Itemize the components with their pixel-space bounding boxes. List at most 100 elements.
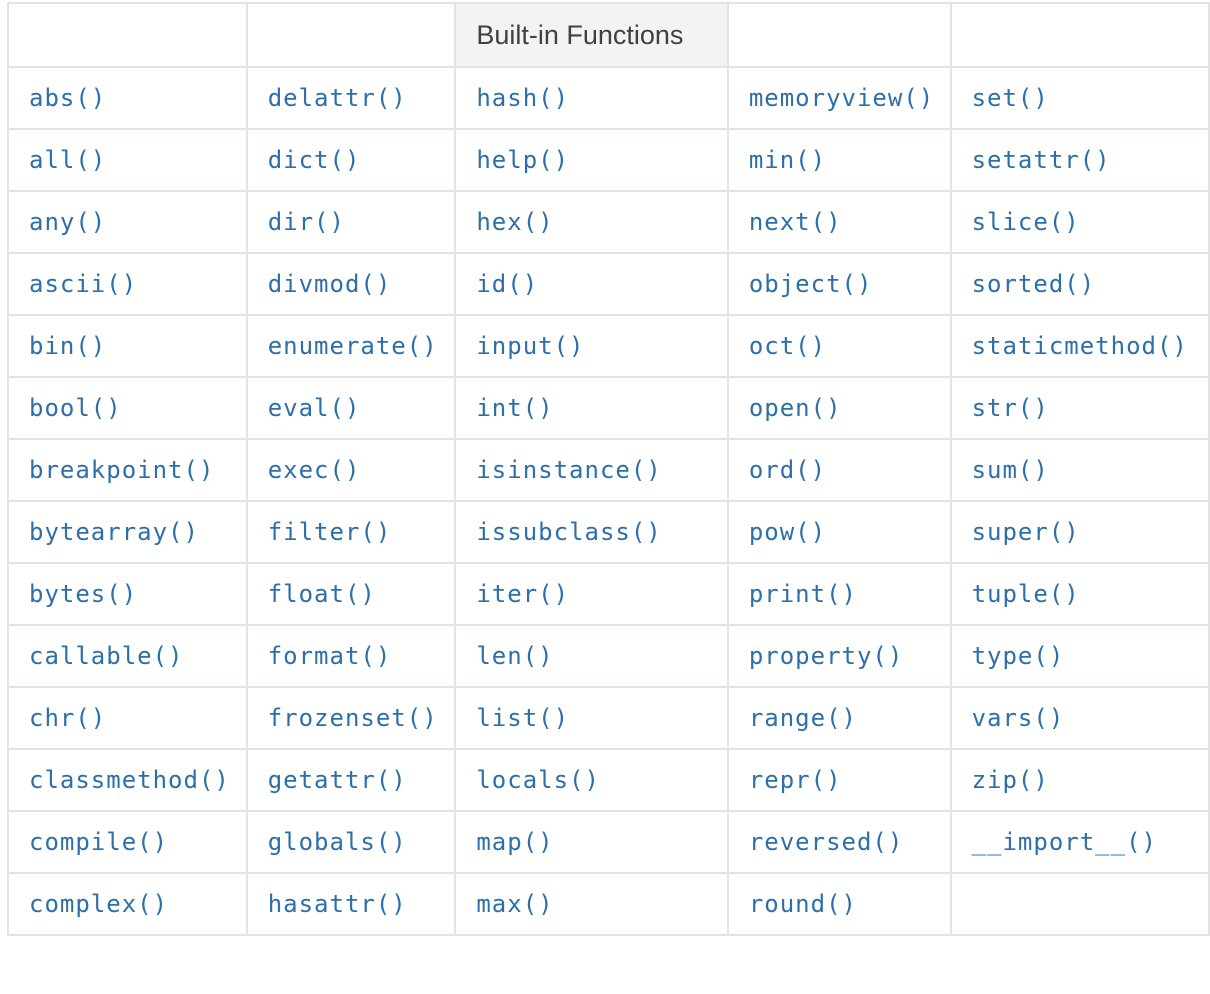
function-link[interactable]: hex()	[476, 208, 554, 236]
function-link[interactable]: getattr()	[267, 766, 407, 794]
function-link[interactable]: slice()	[971, 208, 1080, 236]
table-row: ascii() divmod() id() object() sorted()	[7, 252, 1210, 316]
function-link[interactable]: hash()	[476, 84, 570, 112]
function-link[interactable]: delattr()	[267, 84, 407, 112]
table-cell: input()	[454, 314, 729, 378]
function-link[interactable]: reversed()	[748, 828, 904, 856]
function-link[interactable]: locals()	[476, 766, 600, 794]
function-link[interactable]: complex()	[29, 890, 169, 918]
function-link[interactable]: list()	[476, 704, 570, 732]
function-link[interactable]: pow()	[748, 518, 827, 546]
table-cell: eval()	[245, 376, 457, 440]
table-cell: abs()	[7, 66, 248, 130]
function-link[interactable]: __import__()	[971, 828, 1157, 856]
function-link[interactable]: print()	[748, 580, 857, 608]
table-cell: locals()	[454, 748, 729, 812]
table-cell: super()	[949, 500, 1210, 564]
function-link[interactable]: str()	[971, 394, 1049, 422]
function-link[interactable]: bytes()	[29, 580, 138, 608]
function-link[interactable]: all()	[29, 146, 107, 174]
header-cell	[245, 2, 457, 68]
function-link[interactable]: int()	[476, 394, 554, 422]
function-link[interactable]: sum()	[971, 456, 1049, 484]
table-cell: globals()	[245, 810, 457, 874]
function-link[interactable]: dir()	[267, 208, 345, 236]
function-link[interactable]: round()	[748, 890, 857, 918]
function-link[interactable]: globals()	[267, 828, 407, 856]
table-cell: hash()	[454, 66, 729, 130]
table-row: compile() globals() map() reversed() __impor…	[7, 810, 1210, 874]
function-link[interactable]: min()	[748, 146, 827, 174]
table-cell: sum()	[949, 438, 1210, 502]
function-link[interactable]: set()	[971, 84, 1049, 112]
function-link[interactable]: dict()	[267, 146, 361, 174]
function-link[interactable]: super()	[971, 518, 1080, 546]
function-link[interactable]: help()	[476, 146, 570, 174]
function-link[interactable]: abs()	[29, 84, 107, 112]
function-link[interactable]: map()	[476, 828, 554, 856]
table-cell: __import__()	[949, 810, 1210, 874]
function-link[interactable]: chr()	[29, 704, 107, 732]
function-link[interactable]: oct()	[748, 332, 827, 360]
table-row: chr() frozenset() list() range() vars()	[7, 686, 1210, 750]
table-cell: bytes()	[7, 562, 248, 626]
function-link[interactable]: input()	[476, 332, 585, 360]
function-link[interactable]: breakpoint()	[29, 456, 215, 484]
function-link[interactable]: open()	[748, 394, 842, 422]
function-link[interactable]: tuple()	[971, 580, 1080, 608]
table-cell: help()	[454, 128, 729, 192]
function-link[interactable]: object()	[748, 270, 873, 298]
table-cell: bin()	[7, 314, 248, 378]
function-link[interactable]: any()	[29, 208, 107, 236]
table-row: breakpoint() exec() isinstance() ord() sum()	[7, 438, 1210, 502]
function-link[interactable]: bool()	[29, 394, 122, 422]
table-cell: min()	[726, 128, 952, 192]
table-cell: setattr()	[949, 128, 1210, 192]
table-cell: exec()	[245, 438, 457, 502]
function-link[interactable]: compile()	[29, 828, 169, 856]
function-link[interactable]: isinstance()	[476, 456, 662, 484]
function-link[interactable]: next()	[748, 208, 842, 236]
table-cell: delattr()	[245, 66, 457, 130]
table-cell: sorted()	[949, 252, 1210, 316]
table-cell: hasattr()	[245, 872, 457, 936]
function-link[interactable]: range()	[748, 704, 857, 732]
function-link[interactable]: staticmethod()	[971, 332, 1188, 360]
function-link[interactable]: float()	[267, 580, 376, 608]
function-link[interactable]: enumerate()	[267, 332, 438, 360]
function-link[interactable]: len()	[476, 642, 554, 670]
function-link[interactable]: exec()	[267, 456, 361, 484]
function-link[interactable]: ord()	[748, 456, 827, 484]
function-link[interactable]: frozenset()	[267, 704, 438, 732]
function-link[interactable]: eval()	[267, 394, 361, 422]
table-cell: property()	[726, 624, 952, 688]
function-link[interactable]: issubclass()	[476, 518, 662, 546]
function-link[interactable]: classmethod()	[29, 766, 230, 794]
function-link[interactable]: vars()	[971, 704, 1065, 732]
function-link[interactable]: max()	[476, 890, 554, 918]
function-link[interactable]: memoryview()	[748, 84, 935, 112]
function-link[interactable]: setattr()	[971, 146, 1111, 174]
function-link[interactable]: bytearray()	[29, 518, 199, 546]
function-link[interactable]: type()	[971, 642, 1065, 670]
function-link[interactable]: filter()	[267, 518, 392, 546]
function-link[interactable]: zip()	[971, 766, 1049, 794]
function-link[interactable]: divmod()	[267, 270, 392, 298]
function-link[interactable]: property()	[748, 642, 904, 670]
function-link[interactable]: format()	[267, 642, 392, 670]
function-link[interactable]: sorted()	[971, 270, 1096, 298]
table-cell: enumerate()	[245, 314, 457, 378]
table-cell: print()	[726, 562, 952, 626]
header-cell	[949, 2, 1210, 68]
function-link[interactable]: ascii()	[29, 270, 138, 298]
table-cell: frozenset()	[245, 686, 457, 750]
function-link[interactable]: bin()	[29, 332, 107, 360]
table-cell: divmod()	[245, 252, 457, 316]
function-link[interactable]: callable()	[29, 642, 184, 670]
table-cell: isinstance()	[454, 438, 729, 502]
function-link[interactable]: id()	[476, 270, 539, 298]
function-link[interactable]: repr()	[748, 766, 842, 794]
function-link[interactable]: iter()	[476, 580, 570, 608]
table-cell: getattr()	[245, 748, 457, 812]
function-link[interactable]: hasattr()	[267, 890, 407, 918]
